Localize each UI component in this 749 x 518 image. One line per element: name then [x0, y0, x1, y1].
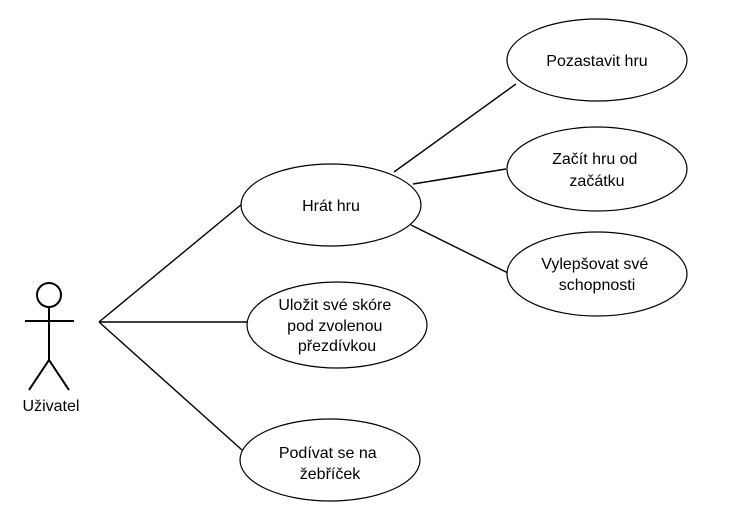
svg-text:Začít hru od začátku: Začít hru od začátku	[552, 151, 642, 190]
use-case-label-line-3: přezdívkou	[298, 338, 376, 355]
use-case-upgrade: Vylepšovat své schopnosti	[506, 231, 688, 317]
svg-text:Pozastavit hru: Pozastavit hru	[546, 53, 647, 70]
use-case-label-line-1: Začít hru od	[552, 151, 637, 168]
actor-left-leg	[28, 359, 50, 391]
svg-text:Vylepšovat své schopno: Vylepšovat své schopnosti	[541, 256, 652, 294]
use-case-label-line-1: Vylepšovat své	[541, 256, 648, 273]
use-case-leaderboard: Podívat se na žebříček	[239, 418, 421, 502]
use-case-ellipse	[506, 126, 688, 212]
svg-text:Uložit své skóre pod z: Uložit své skóre pod zvolenou přezdívkou	[278, 297, 395, 355]
use-case-label: Hrát hru	[302, 198, 360, 215]
association-actor-play	[98, 203, 243, 323]
use-case-label-line-1: Uložit své skóre	[278, 297, 391, 314]
use-case-label-line-2: začátku	[569, 173, 624, 190]
associations	[98, 83, 517, 451]
actor-label: Uživatel	[23, 398, 80, 415]
use-case-play: Hrát hru	[240, 163, 422, 247]
use-case-label-line-2: pod zvolenou	[287, 318, 382, 335]
use-case-ellipse	[239, 418, 421, 502]
use-case-ellipse	[506, 231, 688, 317]
use-case-label-line-2: žebříček	[300, 466, 361, 483]
use-case-label-line-2: schopnosti	[559, 277, 636, 294]
actor-uzivatel	[25, 282, 74, 391]
use-case-pause: Pozastavit hru	[506, 18, 688, 102]
svg-text:Podívat se na žebříček: Podívat se na žebříček	[279, 445, 381, 483]
association-play-pause	[393, 83, 517, 173]
association-play-upgrade	[410, 224, 509, 274]
use-case-restart: Začít hru od začátku	[506, 126, 688, 212]
use-case-ellipse	[506, 18, 688, 102]
use-case-label: Pozastavit hru	[546, 53, 647, 70]
actor-right-leg	[48, 359, 70, 391]
svg-text:Hrát hru: Hrát hru	[302, 198, 360, 215]
use-case-save: Uložit své skóre pod zvolenou přezdívkou	[246, 281, 428, 369]
association-play-restart	[412, 168, 507, 185]
use-case-label-line-1: Podívat se na	[279, 445, 377, 462]
use-case-ellipse	[240, 163, 422, 247]
association-actor-leaderboard	[98, 321, 243, 451]
actor-head	[36, 282, 62, 308]
use-case-ellipse	[246, 281, 428, 369]
